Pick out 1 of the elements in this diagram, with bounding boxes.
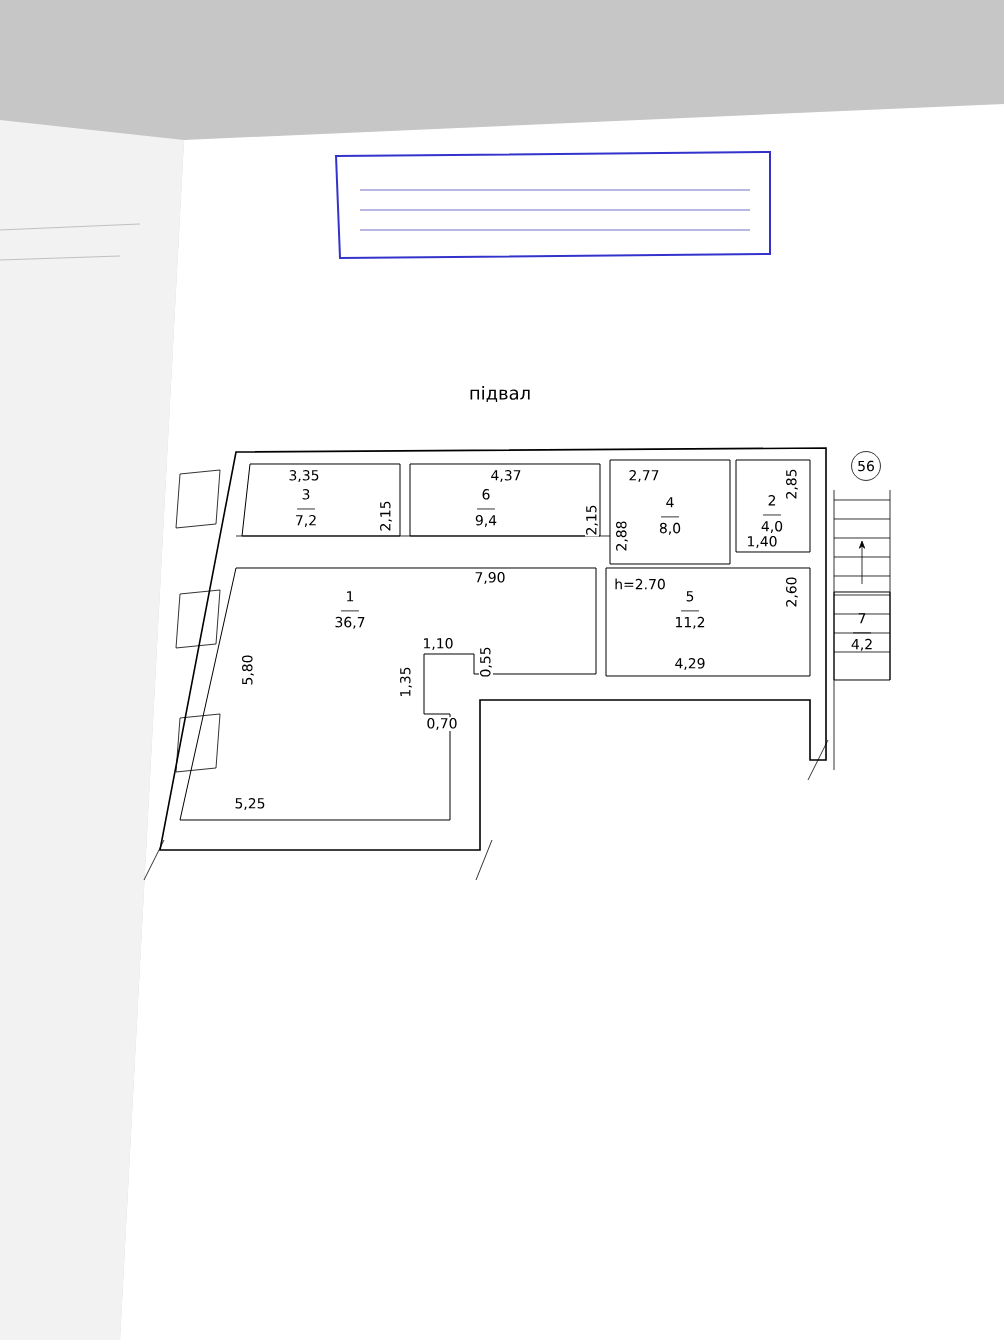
title: підвал [470,385,530,403]
